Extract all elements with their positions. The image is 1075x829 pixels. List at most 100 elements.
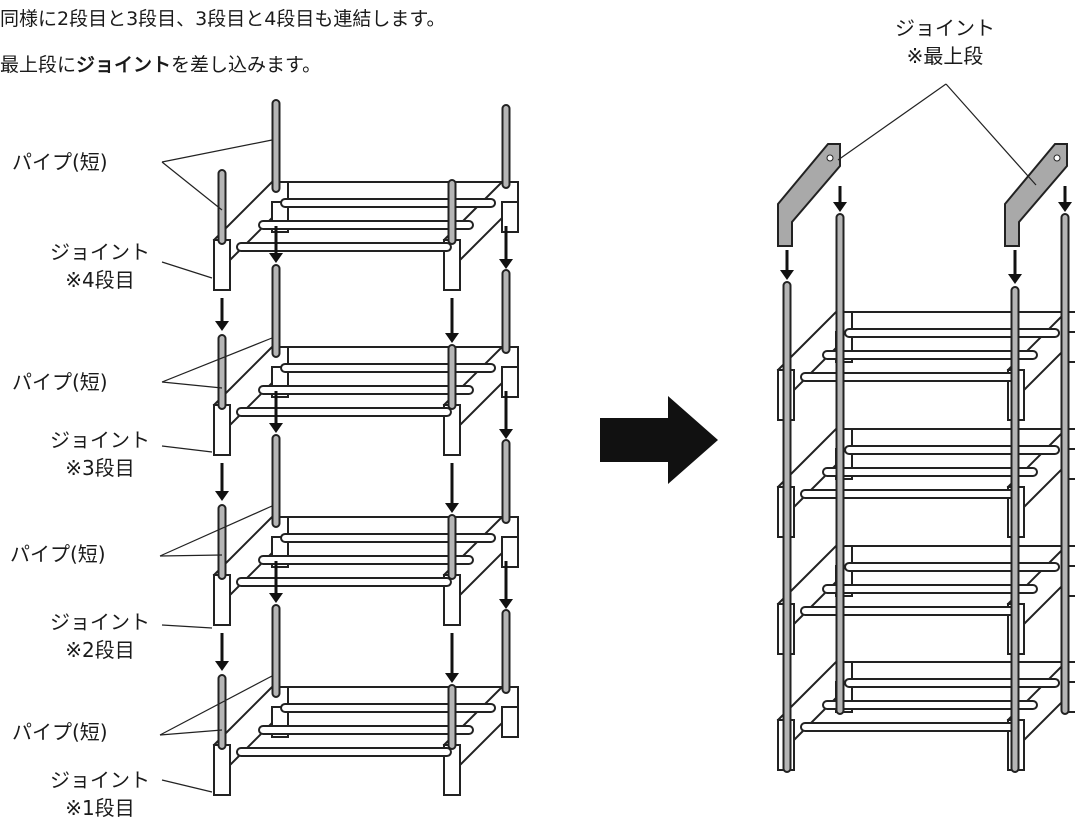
joint-label-2: ジョイント ※2段目: [40, 608, 160, 664]
shelf-rail-2: [822, 584, 1038, 594]
down-arrow-br: [499, 391, 513, 439]
top-joint-label: ジョイント ※最上段: [880, 14, 1010, 70]
down-arrow-top-fr: [1008, 250, 1022, 284]
down-arrow-br: [499, 561, 513, 609]
shelf-rail-2: [258, 725, 474, 735]
pipe-short-back-left: [271, 264, 281, 358]
shelf-tier-4: [212, 181, 519, 291]
instruction-line-2: 最上段にジョイントを差し込みます。: [0, 50, 321, 77]
shelf-rail-3: [280, 197, 497, 208]
shelf-rail-3: [280, 362, 497, 373]
joint-label-3: ジョイント ※3段目: [40, 426, 160, 482]
instruction-line-2-bold: ジョイント: [76, 54, 172, 76]
shelf-rail-1: [799, 489, 1016, 500]
pipe-short-back-left: [271, 434, 281, 528]
shelf-rail-3: [280, 532, 497, 543]
joint-label-4-tier: ※4段目: [65, 268, 135, 292]
down-arrow-icon: [445, 333, 459, 343]
top-joint-body: [1004, 143, 1068, 247]
joint-label-2-tier: ※2段目: [65, 638, 135, 662]
pipe-short-back-left: [271, 604, 281, 698]
down-arrow-bl: [269, 561, 283, 603]
down-arrow-fl: [215, 463, 229, 501]
down-arrow-icon: [1058, 202, 1072, 212]
down-arrow-fl: [215, 298, 229, 331]
pipe-short-back-left: [271, 99, 281, 193]
pipe-short-back-right: [501, 104, 511, 189]
down-arrow-icon: [269, 253, 283, 263]
shelf-tier-assembled-3: [776, 428, 1075, 538]
down-arrow-fl: [215, 633, 229, 671]
down-arrow-icon: [833, 202, 847, 212]
top-joint-right: [1004, 143, 1068, 247]
down-arrow-icon: [780, 270, 794, 280]
joint-label-1-name: ジョイント: [50, 768, 150, 792]
joint-label-4: ジョイント ※4段目: [40, 238, 160, 294]
instruction-line-2-prefix: 最上段に: [0, 54, 77, 76]
pipe-short-front-right: [447, 514, 457, 580]
pipe-assembled-back-left: [835, 213, 845, 715]
pipe-short-label-1: パイプ(短): [12, 720, 108, 744]
shelf-rail-1: [799, 722, 1016, 733]
shelf-rail-3: [844, 561, 1061, 572]
right-back-leg: [501, 536, 519, 568]
instruction-line-1: 同様に2段目と3段目、3段目と4段目も連結します。: [0, 8, 446, 30]
pipe-short-label-4: パイプ(短): [12, 150, 108, 174]
shelf-tier-2: [212, 516, 519, 626]
pipe-short-front-left: [217, 674, 227, 750]
shelf-rail-2: [822, 467, 1038, 477]
pipe-assembled-front-right: [1010, 286, 1020, 773]
down-arrow-top-br: [1058, 186, 1072, 212]
shelf-rail-2: [258, 220, 474, 230]
shelf-tier-assembled-4: [776, 311, 1075, 421]
right-back-leg: [501, 366, 519, 398]
joint-label-4-name: ジョイント: [50, 240, 150, 264]
shelf-rail-1: [799, 606, 1016, 617]
pipe-short-front-right: [447, 684, 457, 750]
right-arrow-icon: [600, 396, 718, 484]
top-joint-body: [777, 143, 841, 247]
shelf-rail-2: [822, 700, 1038, 710]
shelf-tier-3: [212, 346, 519, 456]
left-front-leg: [213, 574, 231, 626]
down-arrow-icon: [445, 673, 459, 683]
top-joint-label-name: ジョイント: [895, 16, 995, 40]
top-joint-label-tier: ※最上段: [906, 44, 984, 68]
down-arrow-icon: [1008, 274, 1022, 284]
pipe-short-front-right: [447, 179, 457, 245]
pipe-short-label-2: パイプ(短): [10, 542, 106, 566]
shelf-rail-2: [258, 385, 474, 395]
shelf-rail-1: [235, 407, 452, 418]
instruction-line-2-suffix: を差し込みます。: [171, 54, 322, 76]
shelf-rail-1: [235, 577, 452, 588]
down-arrow-bl: [269, 391, 283, 433]
shelf-tier-assembled-2: [776, 545, 1075, 655]
pipe-short-front-left: [217, 504, 227, 580]
top-joint-left: [777, 143, 841, 247]
shelf-tier-1: [212, 686, 519, 796]
down-arrow-icon: [215, 661, 229, 671]
right-back-leg: [501, 201, 519, 233]
pipe-short-back-right: [501, 609, 511, 694]
down-arrow-fr: [445, 633, 459, 683]
shelf-rail-3: [844, 327, 1061, 338]
left-front-leg: [213, 404, 231, 456]
shelf-rail-1: [235, 242, 452, 253]
joint-label-3-tier: ※3段目: [65, 456, 135, 480]
joint-label-1: ジョイント ※1段目: [40, 766, 160, 822]
joint-label-1-tier: ※1段目: [65, 796, 135, 820]
shelf-rail-2: [822, 350, 1038, 360]
shelf-rail-3: [280, 702, 497, 713]
pipe-short-front-left: [217, 334, 227, 410]
down-arrow-icon: [445, 503, 459, 513]
top-joint-hole: [1053, 154, 1061, 162]
down-arrow-icon: [215, 321, 229, 331]
assembled-stack: [776, 143, 1075, 773]
top-joint-hole: [826, 154, 834, 162]
pipe-short-back-right: [501, 269, 511, 354]
left-front-leg: [213, 239, 231, 291]
joint-label-3-name: ジョイント: [50, 428, 150, 452]
pipe-short-back-right: [501, 439, 511, 524]
leader-lines: [159, 83, 1037, 793]
down-arrow-top-bl: [833, 186, 847, 212]
